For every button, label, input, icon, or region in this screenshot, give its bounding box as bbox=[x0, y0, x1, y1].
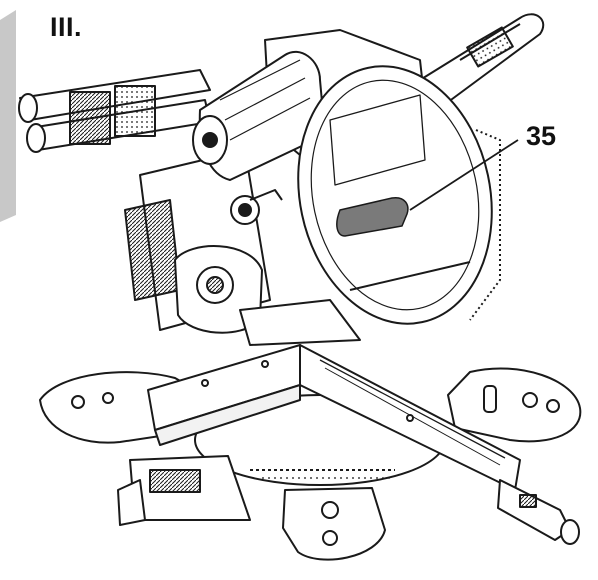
figure-label: III. bbox=[50, 12, 83, 42]
blade-guard bbox=[297, 65, 501, 325]
highlighted-part-35 bbox=[336, 196, 409, 237]
edge-watermark bbox=[0, 10, 16, 222]
callout-number-label: 35 bbox=[526, 121, 557, 151]
saw-fence bbox=[147, 344, 580, 545]
callout-leader bbox=[409, 139, 519, 211]
saw-base bbox=[39, 367, 582, 561]
